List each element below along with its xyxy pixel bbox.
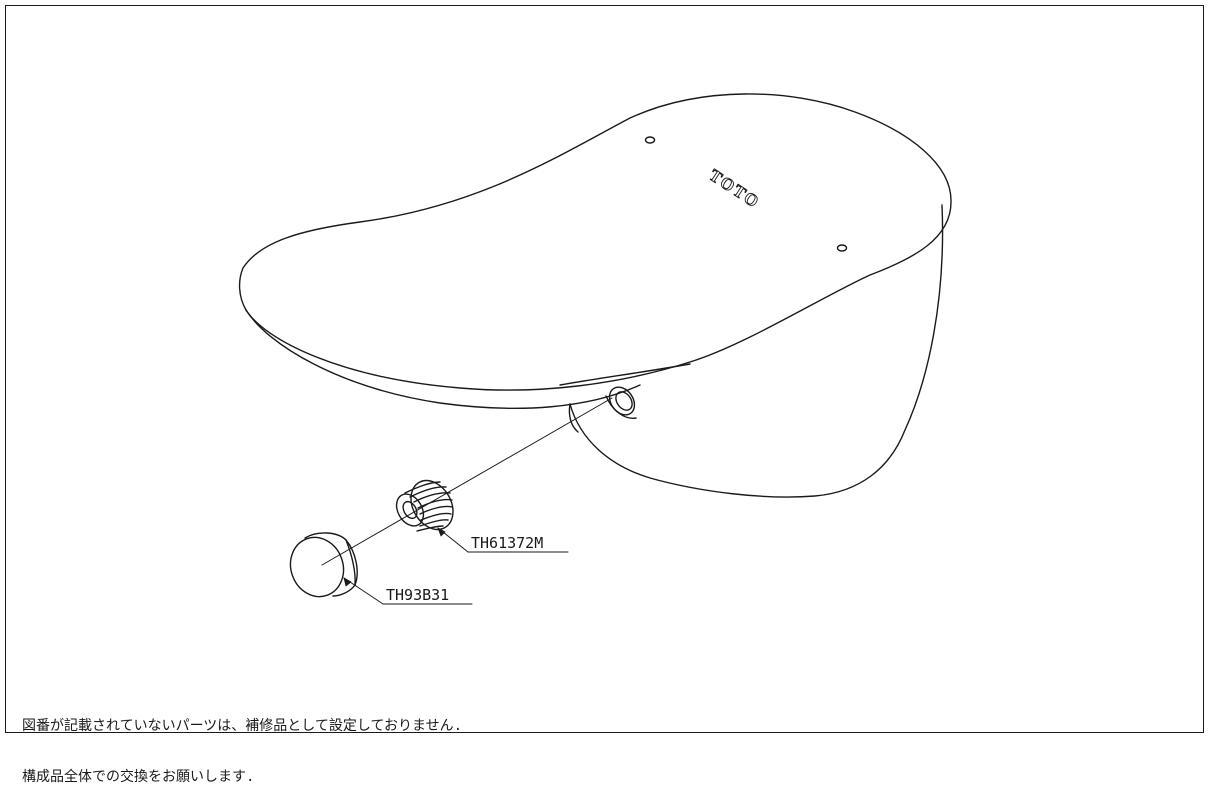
part-label-th61372m: TH61372M [471, 534, 543, 552]
note-line-2: 構成品全体での交換をお願いします. [22, 769, 255, 785]
screw-hole-icon [644, 136, 656, 144]
lever-cap [238, 93, 952, 410]
replacement-note: 図番が記載されていないパーツは、補修品として設定しておりません. 構成品全体での… [22, 684, 462, 803]
leader-th93b31 [343, 577, 473, 605]
end-cap [289, 532, 358, 598]
lever-port [605, 386, 637, 419]
part-label-th93b31: TH93B31 [386, 586, 449, 604]
lever-body [568, 204, 944, 498]
screw-hole-icon [836, 244, 848, 252]
assembly-axis-line [321, 397, 613, 566]
leader-th61372m [437, 527, 569, 553]
threaded-insert [395, 479, 454, 532]
note-line-1: 図番が記載されていないパーツは、補修品として設定しておりません. [22, 718, 463, 734]
brand-mark: TOTO [706, 165, 764, 212]
exploded-parts-diagram: TOTO TH61372M TH93B31 [238, 93, 952, 605]
drawing-frame [5, 5, 1204, 733]
